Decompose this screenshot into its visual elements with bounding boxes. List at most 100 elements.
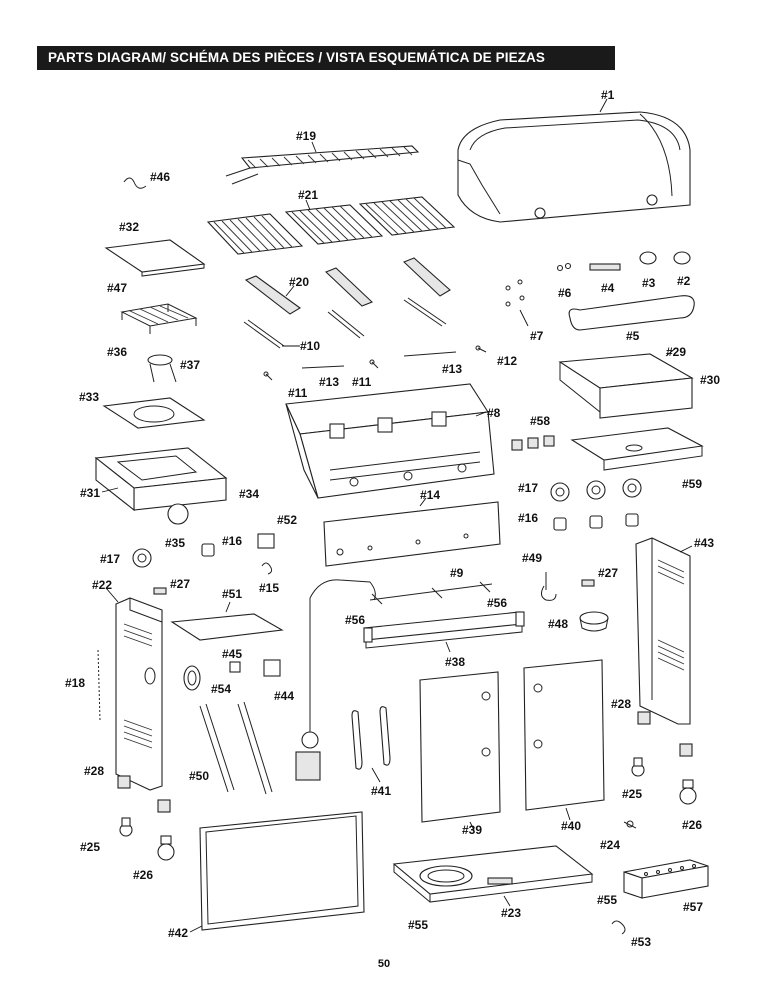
page-title: PARTS DIAGRAM/ SCHÉMA DES PIÈCES / VISTA… bbox=[37, 46, 615, 70]
label-37: #37 bbox=[180, 358, 200, 372]
label-31: #31 bbox=[80, 486, 100, 500]
label-43: #43 bbox=[694, 536, 714, 550]
label-16a: #16 bbox=[222, 534, 242, 548]
label-51: #51 bbox=[222, 587, 242, 601]
label-11a: #11 bbox=[288, 386, 308, 400]
label-52: #52 bbox=[277, 513, 297, 527]
label-5: #5 bbox=[626, 329, 640, 343]
label-48: #48 bbox=[548, 617, 568, 631]
label-57: #57 bbox=[683, 900, 703, 914]
part-doors: #39 #40 bbox=[419, 659, 605, 837]
label-21: #21 bbox=[298, 188, 318, 202]
part-top-hardware: #6 #4 #3 #2 #5 #7 bbox=[505, 251, 695, 343]
label-30: #30 bbox=[700, 373, 720, 387]
label-18: #18 bbox=[65, 676, 85, 690]
part-18: #18 bbox=[65, 649, 101, 721]
label-53: #53 bbox=[631, 935, 651, 949]
part-valves: #45 #54 #44 bbox=[183, 647, 294, 703]
part-24: #24 bbox=[600, 820, 637, 852]
part-door-handles: #41 bbox=[351, 706, 391, 798]
label-49: #49 bbox=[522, 551, 542, 565]
label-7: #7 bbox=[530, 329, 544, 343]
part-50: #50 bbox=[189, 701, 273, 795]
part-warming-rack: #19 bbox=[225, 129, 420, 185]
label-17b: #17 bbox=[518, 481, 538, 495]
label-12: #12 bbox=[497, 354, 517, 368]
label-10: #10 bbox=[300, 339, 320, 353]
label-39: #39 bbox=[462, 823, 482, 837]
label-1: #1 bbox=[601, 88, 615, 102]
label-35: #35 bbox=[165, 536, 185, 550]
label-13a: #13 bbox=[319, 375, 339, 389]
label-19: #19 bbox=[296, 129, 316, 143]
part-casters: #25 #26 #25 #26 bbox=[80, 757, 702, 882]
label-11b: #11 bbox=[352, 375, 372, 389]
part-igniter-hardware: #11 #13 #11 #13 #12 bbox=[263, 345, 517, 400]
label-26b: #26 bbox=[682, 818, 702, 832]
label-34: #34 bbox=[239, 487, 259, 501]
label-27a: #27 bbox=[170, 577, 190, 591]
part-47: #47 bbox=[107, 281, 198, 334]
part-regulator-hose: #9 bbox=[295, 566, 493, 781]
label-45: #45 bbox=[222, 647, 242, 661]
label-25b: #25 bbox=[622, 787, 642, 801]
label-16b: #16 bbox=[518, 511, 538, 525]
label-8: #8 bbox=[487, 406, 501, 420]
part-28: #28 #28 bbox=[84, 697, 693, 813]
label-54: #54 bbox=[211, 682, 231, 696]
label-23: #23 bbox=[501, 906, 521, 920]
part-33: #33 bbox=[79, 390, 206, 429]
part-51: #51 bbox=[170, 587, 284, 641]
label-29: #29 bbox=[666, 345, 686, 359]
label-25a: #25 bbox=[80, 840, 100, 854]
label-42: #42 bbox=[168, 926, 188, 940]
label-2: #2 bbox=[677, 274, 691, 288]
part-firebox: #8 bbox=[285, 383, 501, 499]
part-manifold: #56 #56 #38 bbox=[345, 596, 525, 669]
part-49-48: #49 #48 bbox=[522, 551, 609, 632]
label-40: #40 bbox=[561, 819, 581, 833]
part-27: #27 #27 bbox=[153, 566, 618, 595]
page-number: 50 bbox=[377, 958, 391, 970]
part-bottom-shelf: #23 #55 #55 bbox=[392, 845, 617, 932]
label-32: #32 bbox=[119, 220, 139, 234]
label-56a: #56 bbox=[345, 613, 365, 627]
label-47: #47 bbox=[107, 281, 127, 295]
part-32: #32 bbox=[104, 220, 206, 277]
part-side-shelf: #29 #30 bbox=[558, 345, 720, 419]
part-right-cart-panel: #43 bbox=[635, 536, 714, 725]
part-57: #57 bbox=[623, 859, 709, 914]
label-38: #38 bbox=[445, 655, 465, 669]
label-27b: #27 bbox=[598, 566, 618, 580]
part-burners: #10 bbox=[243, 297, 447, 353]
label-15: #15 bbox=[259, 581, 279, 595]
part-heat-tents: #20 bbox=[244, 257, 451, 315]
label-22: #22 bbox=[92, 578, 112, 592]
part-drip-tray: #58 #59 bbox=[511, 414, 704, 491]
label-50: #50 bbox=[189, 769, 209, 783]
part-46: #46 bbox=[123, 170, 170, 189]
part-side-burner-box: #31 #34 #35 bbox=[80, 447, 259, 550]
label-28a: #28 bbox=[84, 764, 104, 778]
label-59: #59 bbox=[682, 477, 702, 491]
label-36: #36 bbox=[107, 345, 127, 359]
label-24: #24 bbox=[600, 838, 620, 852]
label-3: #3 bbox=[642, 276, 656, 290]
part-back-panel: #42 bbox=[168, 811, 365, 940]
part-control-panel: #14 bbox=[323, 488, 501, 567]
part-53: #53 bbox=[611, 920, 651, 949]
label-14: #14 bbox=[420, 488, 440, 502]
label-17a: #17 bbox=[100, 552, 120, 566]
part-lid: #1 bbox=[457, 88, 691, 223]
part-knobs: #17 #16 bbox=[518, 478, 642, 531]
part-side-burner: #36 #37 bbox=[107, 345, 200, 383]
label-55b: #55 bbox=[597, 893, 617, 907]
label-26a: #26 bbox=[133, 868, 153, 882]
label-33: #33 bbox=[79, 390, 99, 404]
label-28b: #28 bbox=[611, 697, 631, 711]
label-58: #58 bbox=[530, 414, 550, 428]
label-4: #4 bbox=[601, 281, 615, 295]
label-56b: #56 bbox=[487, 596, 507, 610]
part-cooking-grates: #21 bbox=[206, 188, 456, 255]
